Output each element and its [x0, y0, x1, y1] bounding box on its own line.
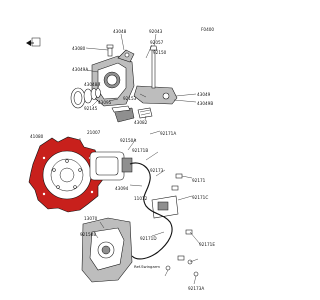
- screws-lower: [165, 259, 199, 277]
- part-label: 92171D: [140, 236, 157, 241]
- part-label: 11012: [134, 196, 148, 201]
- piston-set: [70, 87, 101, 109]
- part-label: 21007: [87, 130, 101, 135]
- pad-spring: [137, 107, 153, 119]
- part-label: 43094: [115, 186, 129, 191]
- brake-pads: [111, 105, 135, 123]
- leader-lines: [79, 33, 201, 285]
- part-label: 43049B: [197, 101, 213, 106]
- part-label: 92171A: [160, 131, 176, 136]
- bleeder-valve: [106, 44, 114, 57]
- part-label: 92171E: [199, 242, 215, 247]
- part-label: 43049: [197, 92, 211, 97]
- part-label: 92043: [149, 29, 163, 34]
- cable-clamps: [171, 173, 193, 261]
- part-label: 92173: [150, 168, 164, 173]
- parts-diagram: F0400: [26, 27, 216, 291]
- part-label: 92145: [84, 106, 98, 111]
- master-cylinder-cover: [81, 217, 133, 283]
- part-label: 92173A: [188, 286, 204, 291]
- part-label: 92150B: [80, 232, 96, 237]
- part-label: 92171B: [132, 148, 148, 153]
- part-label: 43082: [134, 120, 148, 125]
- page-code: F0400: [201, 27, 214, 32]
- front-arrow-icon: [26, 37, 41, 47]
- part-label: 92171: [192, 178, 206, 183]
- part-label: 92150A: [120, 138, 136, 143]
- part-label: 41080: [30, 134, 44, 139]
- part-label: 43080: [72, 46, 86, 51]
- part-label: 92171C: [192, 195, 208, 200]
- part-label: 92057: [150, 40, 164, 45]
- sensor-bracket: [151, 195, 179, 219]
- brake-disc: [28, 136, 105, 213]
- sensor-cable: [129, 162, 173, 260]
- part-label: 43048: [113, 29, 127, 34]
- part-label: 92150: [153, 50, 167, 55]
- part-label: 92153: [123, 96, 137, 101]
- part-label: 13070: [84, 216, 98, 221]
- reference-note: Ref.Swingarm: [134, 264, 160, 269]
- caliper-body: [91, 49, 135, 107]
- part-label: 43048A: [84, 82, 100, 87]
- part-label: 43049A: [72, 67, 88, 72]
- sensor-rotor: [89, 151, 133, 181]
- part-label: 43095: [98, 100, 112, 105]
- caliper-bracket: [133, 45, 178, 105]
